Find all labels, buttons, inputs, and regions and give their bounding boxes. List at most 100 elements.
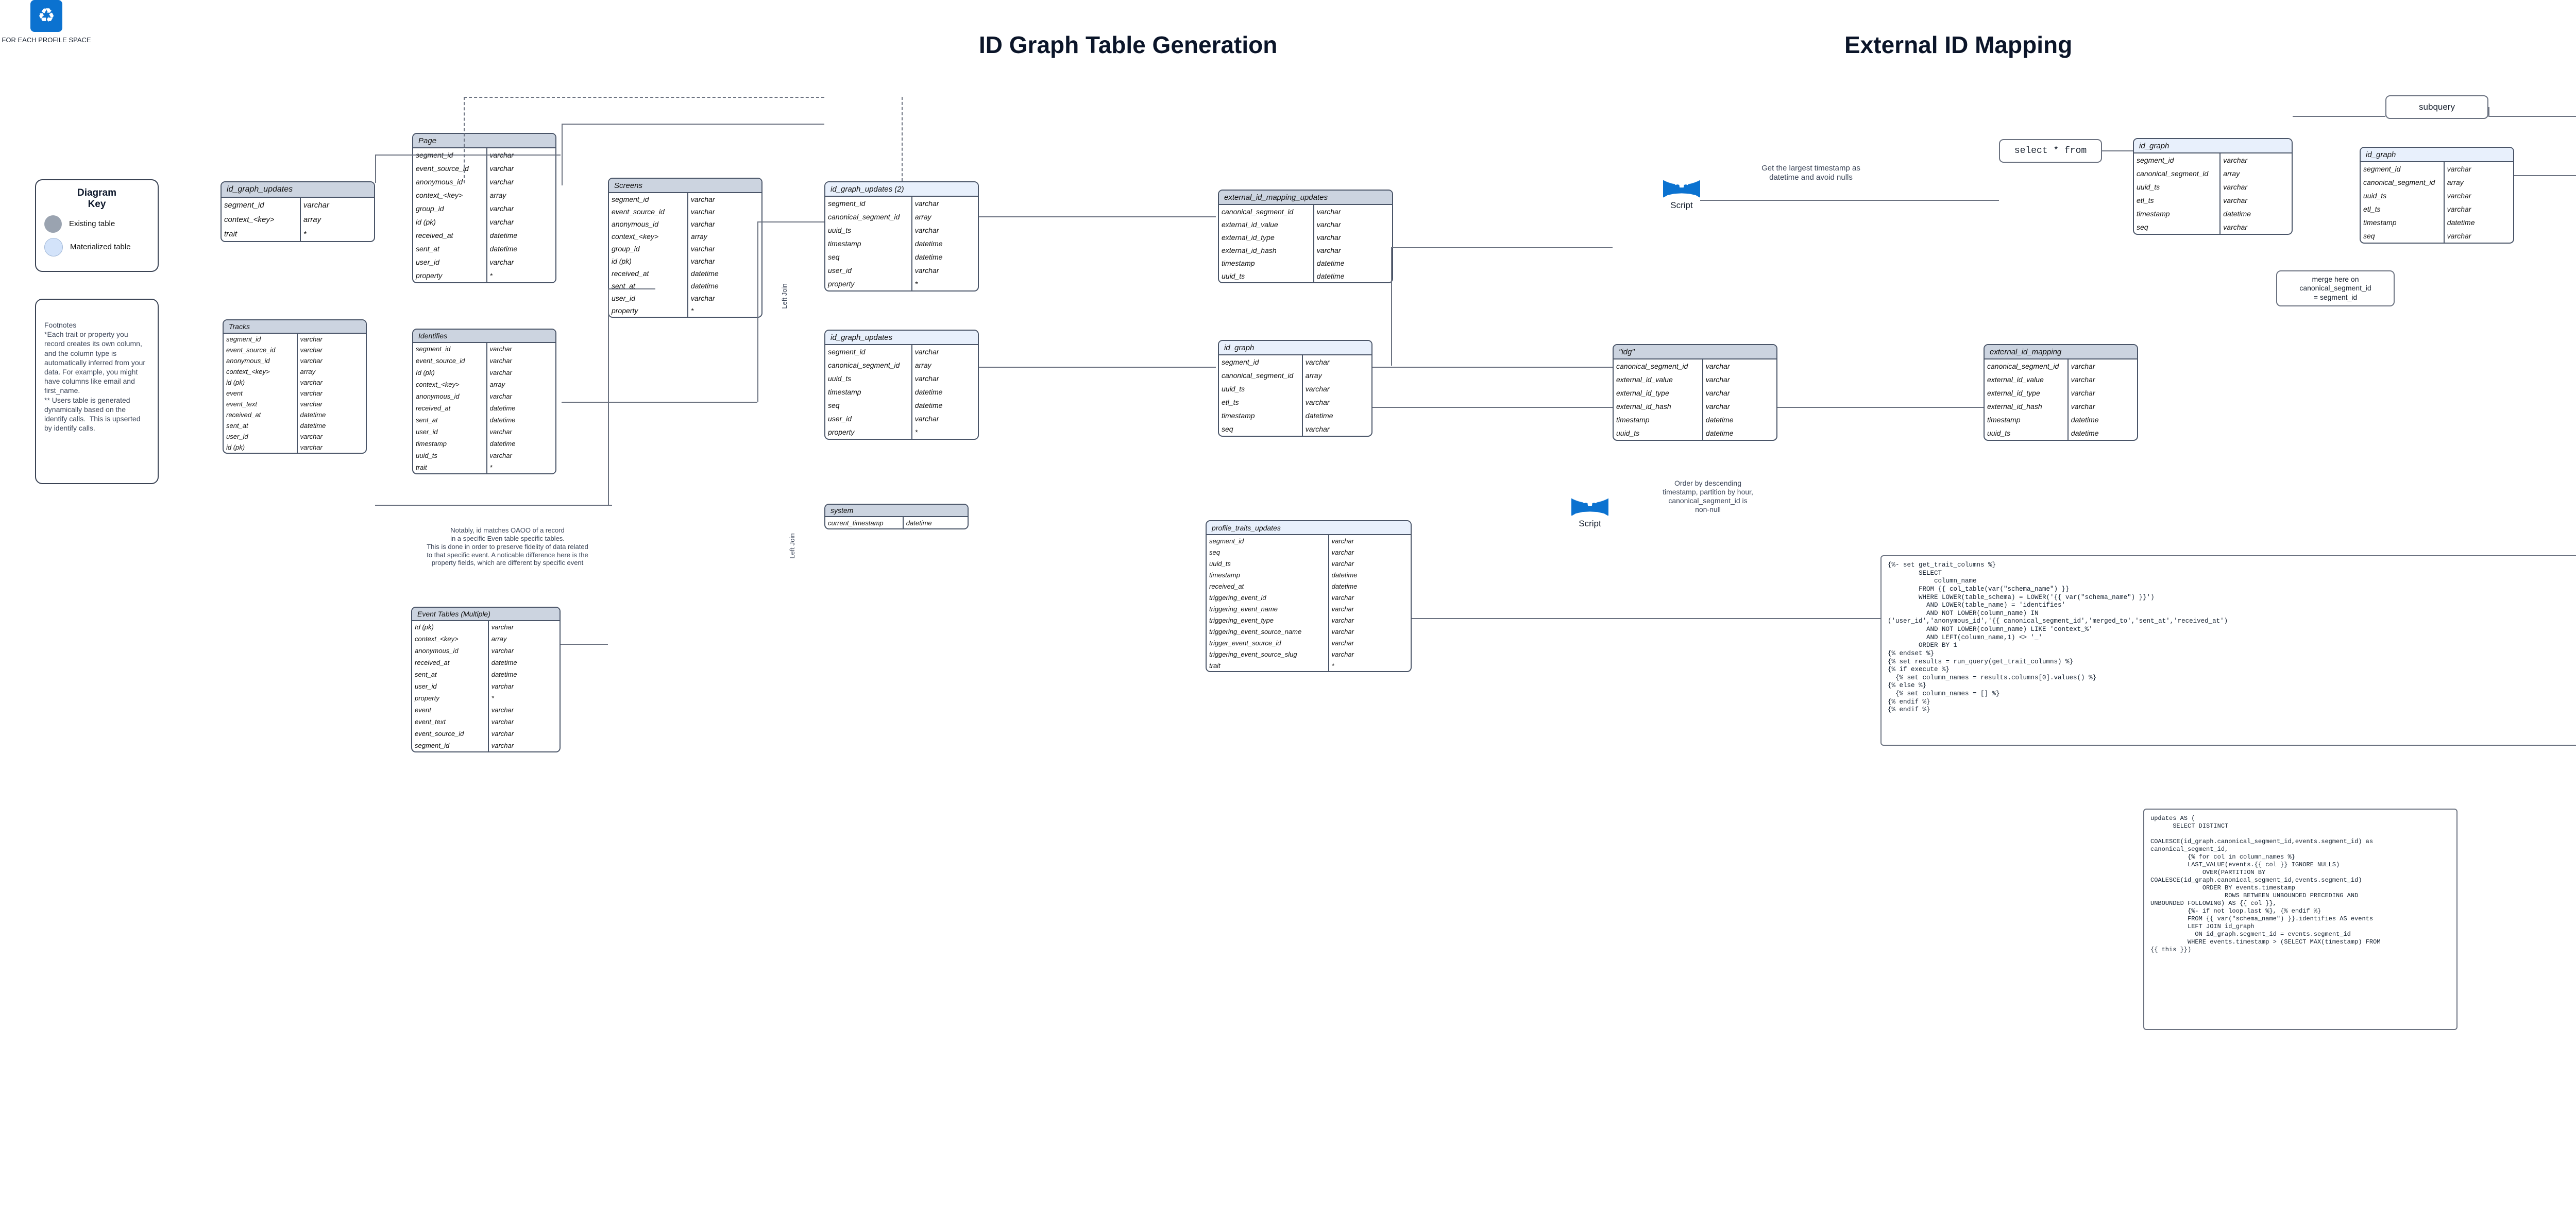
column-type: varchar	[1305, 385, 1330, 393]
column-name: uuid_ts	[1614, 426, 1703, 440]
column-name: canonical_segment_id	[1219, 205, 1314, 218]
column-type: varchar	[1705, 389, 1730, 397]
table-row: property*	[412, 692, 560, 704]
column-name: event_source_id	[224, 345, 298, 355]
column-type: varchar	[1331, 616, 1354, 624]
column-type: datetime	[489, 245, 518, 253]
section-title-0: ID Graph Table Generation	[979, 31, 1278, 58]
column-type: varchar	[914, 266, 939, 275]
table-title: profile_traits_updates	[1212, 523, 1281, 532]
existing-table-swatch-icon	[44, 215, 62, 233]
column-type: datetime	[491, 659, 517, 666]
column-type: datetime	[489, 416, 516, 424]
column-type: varchar	[491, 742, 514, 749]
column-type: datetime	[690, 269, 719, 278]
column-type: datetime	[914, 239, 943, 248]
column-name: anonymous_id	[609, 218, 688, 230]
code-block-updates-sql: updates AS ( SELECT DISTINCT COALESCE(id…	[2143, 809, 2458, 1030]
key-legend-item: Materialized table	[44, 238, 149, 256]
column-name: uuid_ts	[413, 450, 487, 461]
column-name: timestamp	[1219, 409, 1303, 422]
column-name: trait	[222, 227, 301, 241]
column-type: varchar	[1316, 233, 1341, 242]
key-legend-label: Existing table	[69, 219, 115, 229]
column-type: varchar	[690, 208, 715, 216]
column-name: event_source_id	[413, 355, 487, 367]
column-name: group_id	[413, 202, 487, 215]
column-name: segment_id	[413, 343, 487, 355]
table-row: property*	[825, 425, 978, 439]
column-name: seq	[2361, 229, 2445, 243]
column-name: external_id_type	[1219, 231, 1314, 244]
column-type: datetime	[2223, 210, 2251, 218]
column-name: user_id	[825, 264, 912, 277]
column-type: datetime	[1305, 412, 1333, 420]
table-row: trait*	[1207, 660, 1411, 671]
column-name: anonymous_id	[224, 355, 298, 366]
column-name: canonical_segment_id	[1219, 369, 1303, 382]
key-legend-label: Materialized table	[70, 243, 131, 252]
column-type: varchar	[489, 428, 512, 436]
column-type: varchar	[1305, 425, 1330, 433]
column-name: id (pk)	[413, 215, 487, 229]
table-row: property*	[413, 269, 555, 282]
column-type: varchar	[489, 357, 512, 365]
table-header: id_graph_updates	[222, 182, 374, 198]
table-row: id (pk)varchar	[224, 377, 366, 388]
column-name: received_at	[412, 657, 489, 669]
connector-line	[757, 221, 758, 402]
column-type: datetime	[914, 388, 943, 396]
column-type: datetime	[489, 231, 518, 239]
table-row: property*	[609, 304, 761, 317]
connector-line	[902, 97, 903, 181]
column-name: trait	[413, 461, 487, 473]
footnotes-body: *Each trait or property you record creat…	[44, 330, 146, 433]
column-type: datetime	[491, 671, 517, 678]
connector-line	[979, 367, 1216, 368]
column-type: varchar	[300, 357, 323, 365]
column-name: external_id_hash	[1219, 244, 1314, 256]
column-name: segment_id	[1207, 535, 1329, 546]
column-name: user_id	[224, 431, 298, 442]
script-caption: Script	[1670, 200, 1693, 210]
column-name: external_id_hash	[1614, 400, 1703, 413]
column-name: Id (pk)	[413, 367, 487, 379]
column-name: user_id	[413, 426, 487, 438]
column-type: varchar	[1305, 358, 1330, 366]
column-name: timestamp	[413, 438, 487, 450]
column-type: *	[489, 271, 493, 280]
column-name: trait	[1207, 660, 1329, 671]
column-name: user_id	[609, 292, 688, 304]
column-type: varchar	[303, 200, 329, 210]
script-order-desc-label: Order by descending timestamp, partition…	[1663, 479, 1753, 514]
column-name: canonical_segment_id	[1614, 359, 1703, 373]
column-type: array	[489, 191, 506, 199]
column-name: event	[224, 388, 298, 399]
column-type: varchar	[2223, 223, 2247, 231]
column-name: timestamp	[1219, 256, 1314, 269]
